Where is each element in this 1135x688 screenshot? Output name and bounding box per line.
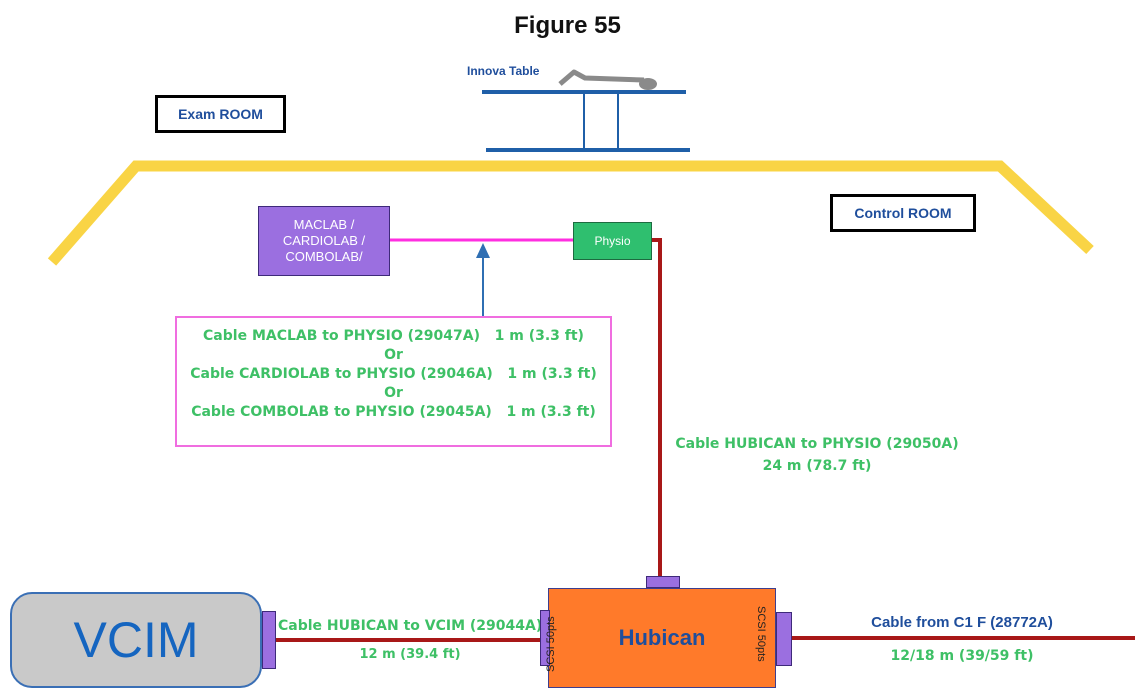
- cable-options-box: Cable MACLAB to PHYSIO (29047A) 1 m (3.3…: [175, 316, 612, 447]
- hubican-top-port: [646, 576, 680, 588]
- cable-option-cardiolab: Cable CARDIOLAB to PHYSIO (29046A) 1 m (…: [177, 365, 610, 384]
- cable-hubican-physio: [651, 238, 662, 578]
- cable-c1f-name: Cable from C1 F (28772A): [871, 614, 1053, 631]
- cable-option-maclab: Cable MACLAB to PHYSIO (29047A) 1 m (3.3…: [177, 327, 610, 346]
- cable-c1f-length: 12/18 m (39/59 ft): [890, 648, 1034, 664]
- hubican-left-port: [540, 610, 550, 666]
- vcim-device-box: VCIM: [10, 592, 262, 688]
- cable-hubican-vcim-length: 12 m (39.4 ft): [359, 647, 461, 662]
- exam-room-box: Exam ROOM: [155, 95, 286, 133]
- innova-table-drawing: [482, 69, 690, 152]
- cardiolab-label-line: CARDIOLAB /: [282, 233, 366, 248]
- control-room-box: Control ROOM: [830, 194, 976, 232]
- cable-option-or: Or: [384, 385, 403, 401]
- maclab-device-box: MACLAB / CARDIOLAB / COMBOLAB/: [258, 206, 390, 276]
- cable-option-text: Cable COMBOLAB to PHYSIO (29045A): [191, 404, 492, 420]
- hubican-label: Hubican: [618, 625, 706, 650]
- cable-option-text: Cable MACLAB to PHYSIO (29047A): [203, 328, 480, 344]
- cable-hubican-physio-name: Cable HUBICAN to PHYSIO (29050A): [675, 436, 959, 452]
- hubican-device-box: Hubican: [548, 588, 776, 688]
- maclab-label-line: MACLAB /: [293, 217, 355, 232]
- vcim-port: [262, 611, 276, 669]
- patient-figure: [558, 69, 645, 86]
- pointer-arrow-head: [476, 243, 490, 258]
- patient-head: [639, 78, 657, 90]
- scsi-right-label: SCSI 50pts: [755, 606, 767, 662]
- combolab-label-line: COMBOLAB/: [285, 249, 363, 264]
- exam-room-label: Exam ROOM: [178, 106, 263, 122]
- cable-option-length: 1 m (3.3 ft): [494, 328, 584, 344]
- figure-title: Figure 55: [514, 12, 621, 39]
- room-wall: [47, 160, 1094, 266]
- cable-hubican-physio-length: 24 m (78.7 ft): [762, 458, 872, 474]
- cable-option-combolab: Cable COMBOLAB to PHYSIO (29045A) 1 m (3…: [177, 403, 610, 422]
- cable-option-length: 1 m (3.3 ft): [507, 366, 597, 382]
- cable-hubican-vcim-name: Cable HUBICAN to VCIM (29044A): [278, 618, 543, 634]
- innova-table-label: Innova Table: [467, 64, 540, 78]
- physio-label: Physio: [594, 234, 631, 248]
- cable-option-or: Or: [384, 347, 403, 363]
- cable-option-length: 1 m (3.3 ft): [506, 404, 596, 420]
- scsi-left-label: SCSI 50pts: [545, 616, 557, 672]
- hubican-right-port: [776, 612, 792, 666]
- control-room-label: Control ROOM: [854, 205, 952, 221]
- physio-device-box: Physio: [573, 222, 652, 260]
- cable-option-text: Cable CARDIOLAB to PHYSIO (29046A): [190, 366, 493, 382]
- vcim-label: VCIM: [73, 612, 199, 668]
